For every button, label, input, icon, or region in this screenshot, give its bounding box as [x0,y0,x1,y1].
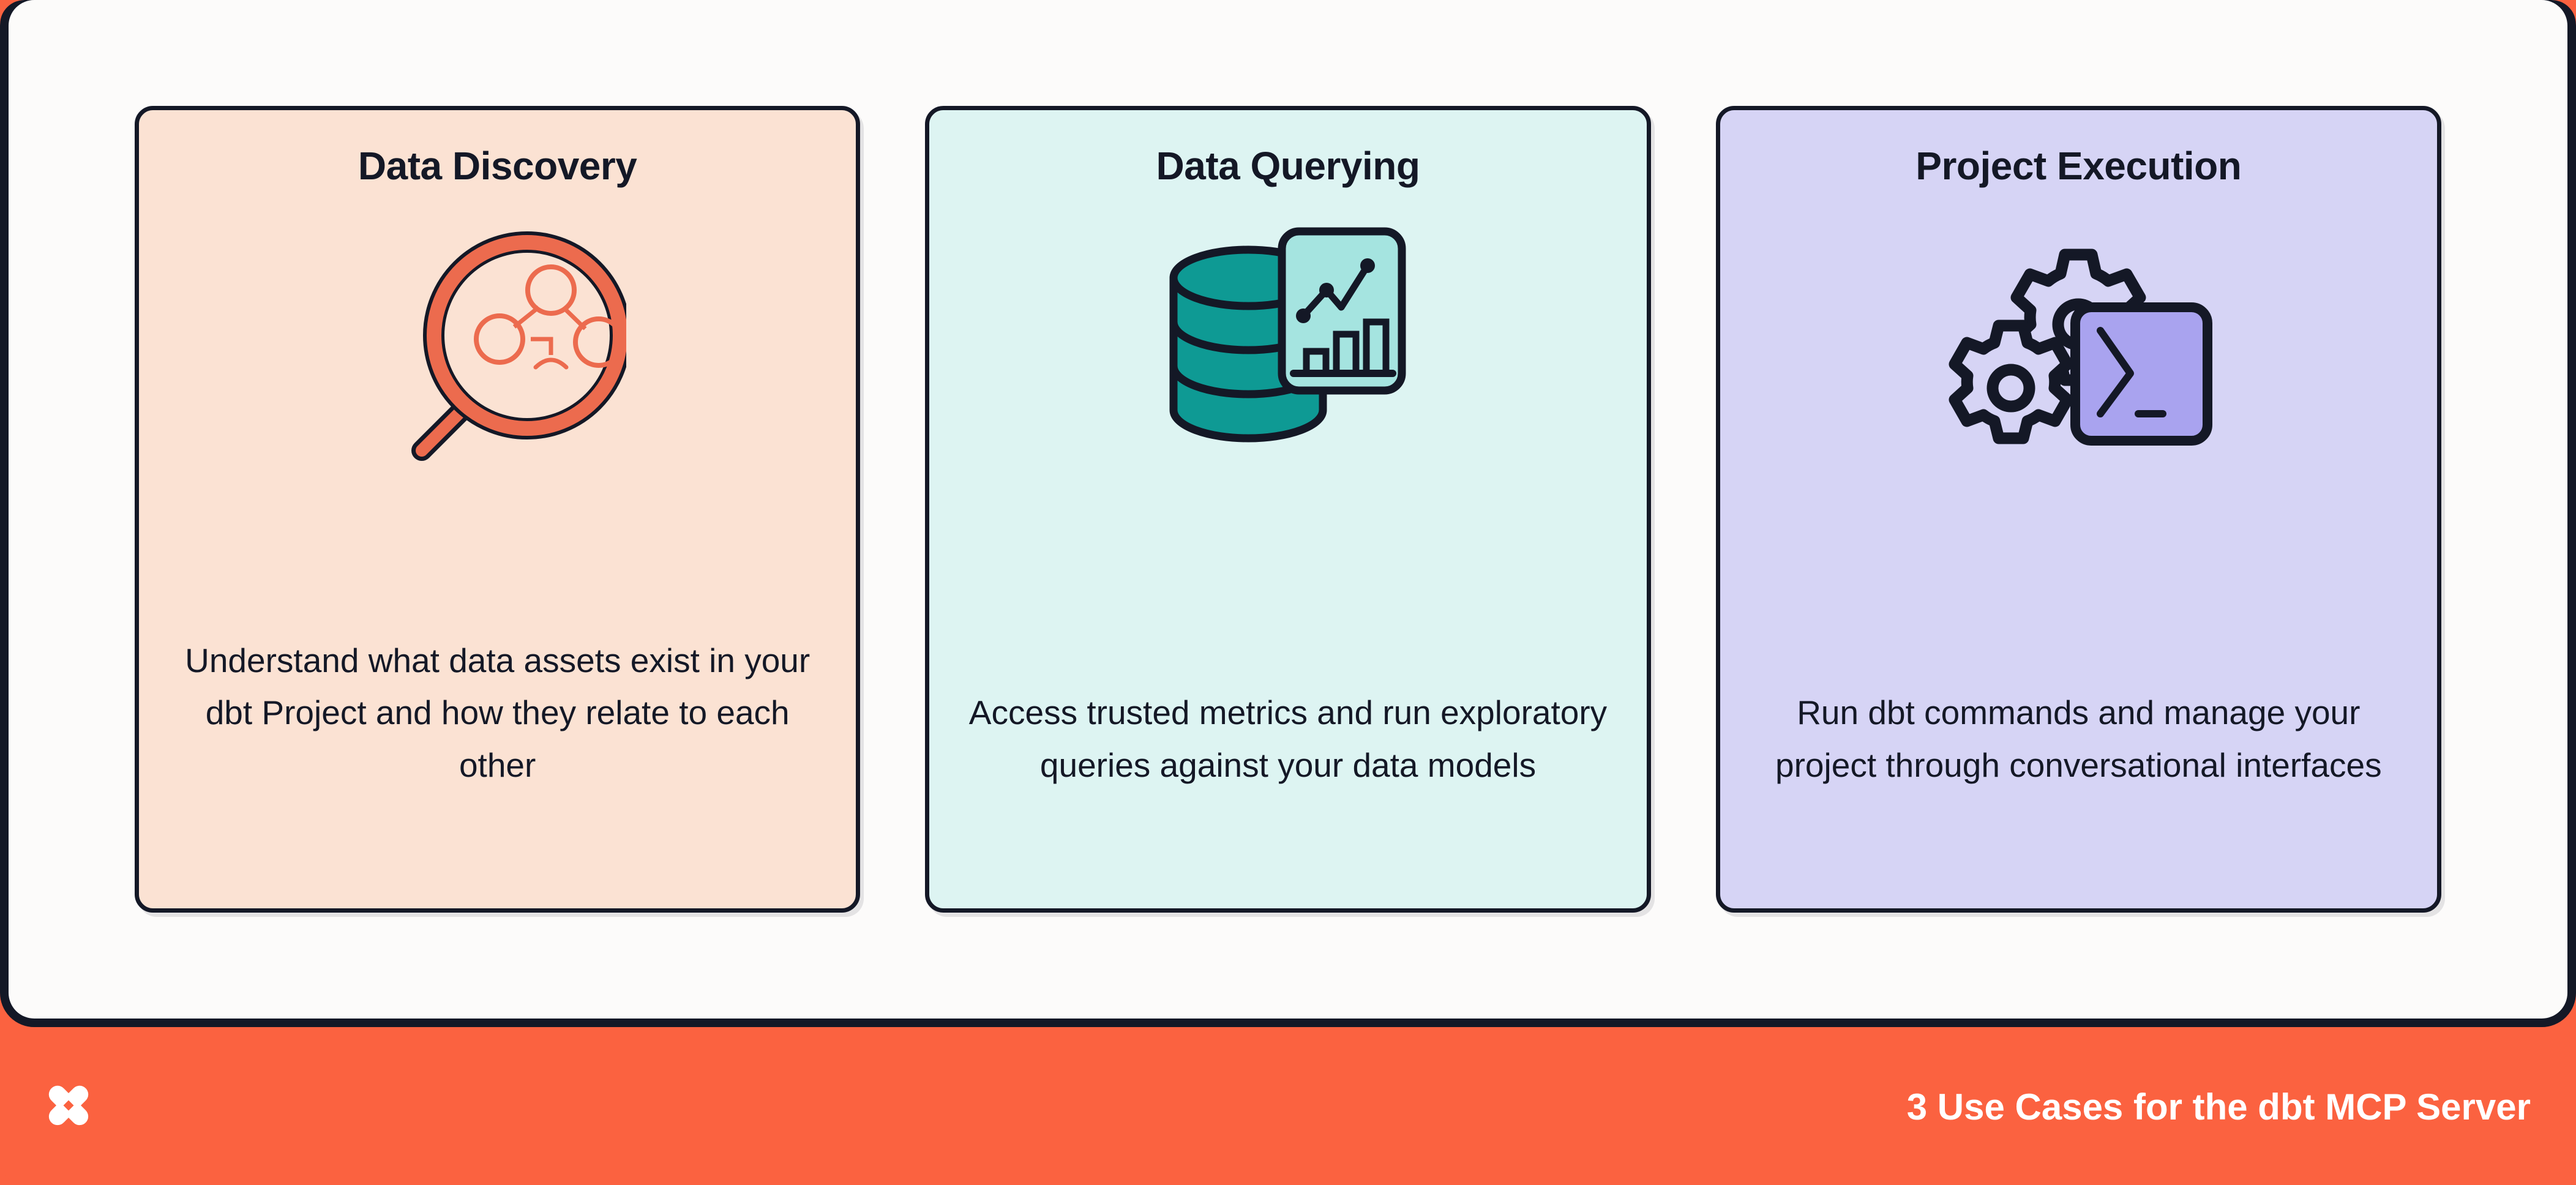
card-project-execution[interactable]: Project Execution [1715,106,2441,913]
card-body: Run dbt commands and manage your project… [1775,693,2382,785]
database-chart-icon [1156,215,1420,473]
gears-terminal-icon [1944,215,2213,473]
footer-bar: 3 Use Cases for the dbt MCP Server [0,1028,2576,1185]
card-data-querying[interactable]: Data Querying [925,106,1651,913]
content-panel: Data Discovery [0,0,2576,1027]
card-title: Data Querying [1156,144,1420,188]
magnifying-glass-network-icon [369,215,626,473]
card-body: Access trusted metrics and run explorato… [968,693,1608,785]
card-title: Data Discovery [358,144,637,188]
card-title: Project Execution [1915,144,2242,188]
footer-title: 3 Use Cases for the dbt MCP Server [1906,1086,2531,1127]
dbt-logo[interactable] [44,1081,93,1133]
card-data-discovery[interactable]: Data Discovery [135,106,861,913]
card-body: Understand what data assets exist in you… [185,641,811,785]
